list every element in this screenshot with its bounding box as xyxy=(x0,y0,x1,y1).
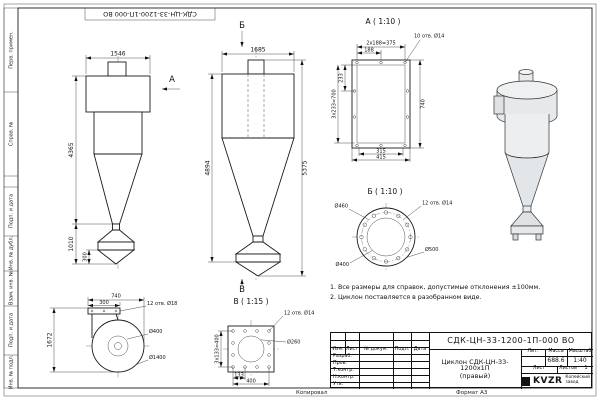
margin-label-vzam-inv: Взам. инв. № xyxy=(9,270,15,305)
top-view-dim-small: 300 xyxy=(99,300,109,306)
side-dim-height-total: 5375 xyxy=(302,160,309,175)
format-label: Формат А3 xyxy=(456,390,488,396)
tb-part-name-line2: (правый) xyxy=(459,371,491,380)
tb-sheet-label: Лист xyxy=(532,366,546,372)
view-a-title: А ( 1:10 ) xyxy=(366,17,401,26)
view-v: В ( 1:15 ) 12 отв. Ø14 Ø260 3х133=400 13… xyxy=(215,297,314,386)
view-b-holes-note: 12 отв. Ø14 xyxy=(422,200,452,207)
view-a-holes-note: 10 отв. Ø14 xyxy=(414,33,444,40)
tb-sheets-label: Листов xyxy=(559,366,577,372)
tb-part-name: Циклон СДК-ЦН-33-1200х1П (правый) xyxy=(429,349,521,389)
tb-row-prov: Пров. xyxy=(333,361,347,367)
tb-lit-label: Лит. xyxy=(527,349,539,355)
view-a-dim-top-half: 188 xyxy=(364,48,374,54)
top-view-holes-note: 12 отв. Ø18 xyxy=(147,300,177,307)
view-v-title: В ( 1:15 ) xyxy=(234,297,269,306)
tb-scale-label: Масштаб xyxy=(568,349,592,355)
front-dim-legs: 300 xyxy=(83,252,89,262)
view-a-dim-right: 740 xyxy=(421,99,427,109)
doc-code-rotated: СДК-ЦН-33-1200-1П-000 ВО xyxy=(103,10,197,18)
tb-scale-value: 1:40 xyxy=(573,357,587,364)
sheet-frame xyxy=(3,3,597,397)
margin-label-podp-data-1: Подп. и дата xyxy=(9,194,15,228)
margin-label-sprav-no: Справ. № xyxy=(9,121,15,146)
tb-col-list: Лист xyxy=(345,347,359,353)
view-v-dim-bottom-full: 400 xyxy=(246,379,256,385)
margin-labels: Перв. примен. Справ. № Подп. и дата Инв.… xyxy=(9,31,15,389)
margin-label-podp-data-2: Подп. и дата xyxy=(9,313,15,347)
margin-label-inv-dubl: Инв. № дубл. xyxy=(9,235,15,270)
front-view-arrow-label: А xyxy=(169,75,175,85)
note-2: 2. Циклон поставляется в разобранном вид… xyxy=(330,294,482,301)
view-a-dim-top: 2х188=375 xyxy=(366,41,395,47)
tb-col-izm: Изм. xyxy=(332,347,344,353)
tb-mass-value: 688.6 xyxy=(547,357,565,364)
view-a: А ( 1:10 ) 2х188=375 188 10 отв. Ø14 233… xyxy=(332,17,444,162)
view-b-title: Б ( 1:10 ) xyxy=(368,187,403,196)
tb-part-name-line1: Циклон СДК-ЦН-33-1200х1П xyxy=(441,357,509,373)
view-v-dia-inner: Ø260 xyxy=(287,339,300,346)
tb-mass-label: Масса xyxy=(548,349,564,355)
view-v-dim-bottom-step: 133 xyxy=(234,373,244,379)
side-dim-height-left: 4894 xyxy=(205,160,212,175)
front-dim-width: 1546 xyxy=(110,51,125,58)
front-dim-height-hopper: 1010 xyxy=(68,236,75,251)
top-code-cell: СДК-ЦН-33-1200-1П-000 ВО xyxy=(84,7,216,21)
side-dim-width: 1685 xyxy=(250,47,265,54)
view-front: 1546 4365 1010 300 А xyxy=(68,51,180,270)
view-top-scroll: 740 300 1672 12 отв. Ø18 Ø400 Ø1400 xyxy=(47,294,177,378)
tb-row-utv: Утв. xyxy=(333,382,344,388)
view-b-dia-inner: Ø400 xyxy=(336,261,349,268)
tb-col-podp: Подп. xyxy=(394,347,410,353)
margin-label-perv-primen: Перв. примен. xyxy=(9,31,15,69)
view-side: Б В 1685 4894 5375 xyxy=(205,21,309,295)
margin-label-inv-podl: Инв. № подл. xyxy=(9,354,15,389)
note-1: 1. Все размеры для справок, допустимые о… xyxy=(330,284,541,291)
tb-row-razrab: Разраб. xyxy=(333,354,352,360)
company-logo-text: KVZR xyxy=(533,375,563,386)
view-a-dim-bottom-inner: 315 xyxy=(376,149,386,155)
view-b: Б ( 1:10 ) 12 отв. Ø14 Ø460 Ø400 Ø500 xyxy=(335,187,452,271)
view-a-dim-bottom-outer: 415 xyxy=(376,155,386,161)
tb-doc-code: СДК-ЦН-33-1200-1П-000 ВО xyxy=(447,336,575,345)
title-block: Изм. Лист № докум. Подп. Дата Разраб. Пр… xyxy=(330,332,593,389)
top-view-dia-inner: Ø400 xyxy=(149,328,162,335)
tb-row-n-kontr: Н.контр. xyxy=(333,375,355,381)
tb-sheets-value: 1 xyxy=(584,366,588,372)
top-view-dia-outer: Ø1400 xyxy=(149,354,166,361)
side-view-arrow-label-top: Б xyxy=(239,21,245,31)
tb-row-t-kontr: Т.контр. xyxy=(333,368,354,374)
tb-col-docum: № докум. xyxy=(364,347,388,353)
company-name: Копейский завод xyxy=(565,375,590,385)
view-v-holes-note: 12 отв. Ø14 xyxy=(284,310,314,317)
top-view-dim-height: 1672 xyxy=(47,332,54,347)
copied-label: Копировал xyxy=(296,390,328,396)
view-a-dim-left-top: 233 xyxy=(339,73,345,83)
view-a-dim-left-full: 3х233=700 xyxy=(332,89,338,118)
side-view-arrow-label-bottom: В xyxy=(239,285,245,295)
view-b-dia-bolt: Ø460 xyxy=(335,203,348,210)
tb-logo-cell: KVZR Копейский завод xyxy=(521,373,593,389)
view-isometric xyxy=(493,69,558,241)
view-v-dim-left: 3х133=400 xyxy=(215,334,221,363)
company-logo-icon xyxy=(521,376,530,386)
front-dim-height-main: 4365 xyxy=(68,142,75,157)
view-b-dia-outer: Ø500 xyxy=(425,246,438,253)
top-view-dim-full: 740 xyxy=(111,294,121,300)
tb-col-data: Дата xyxy=(413,347,427,353)
